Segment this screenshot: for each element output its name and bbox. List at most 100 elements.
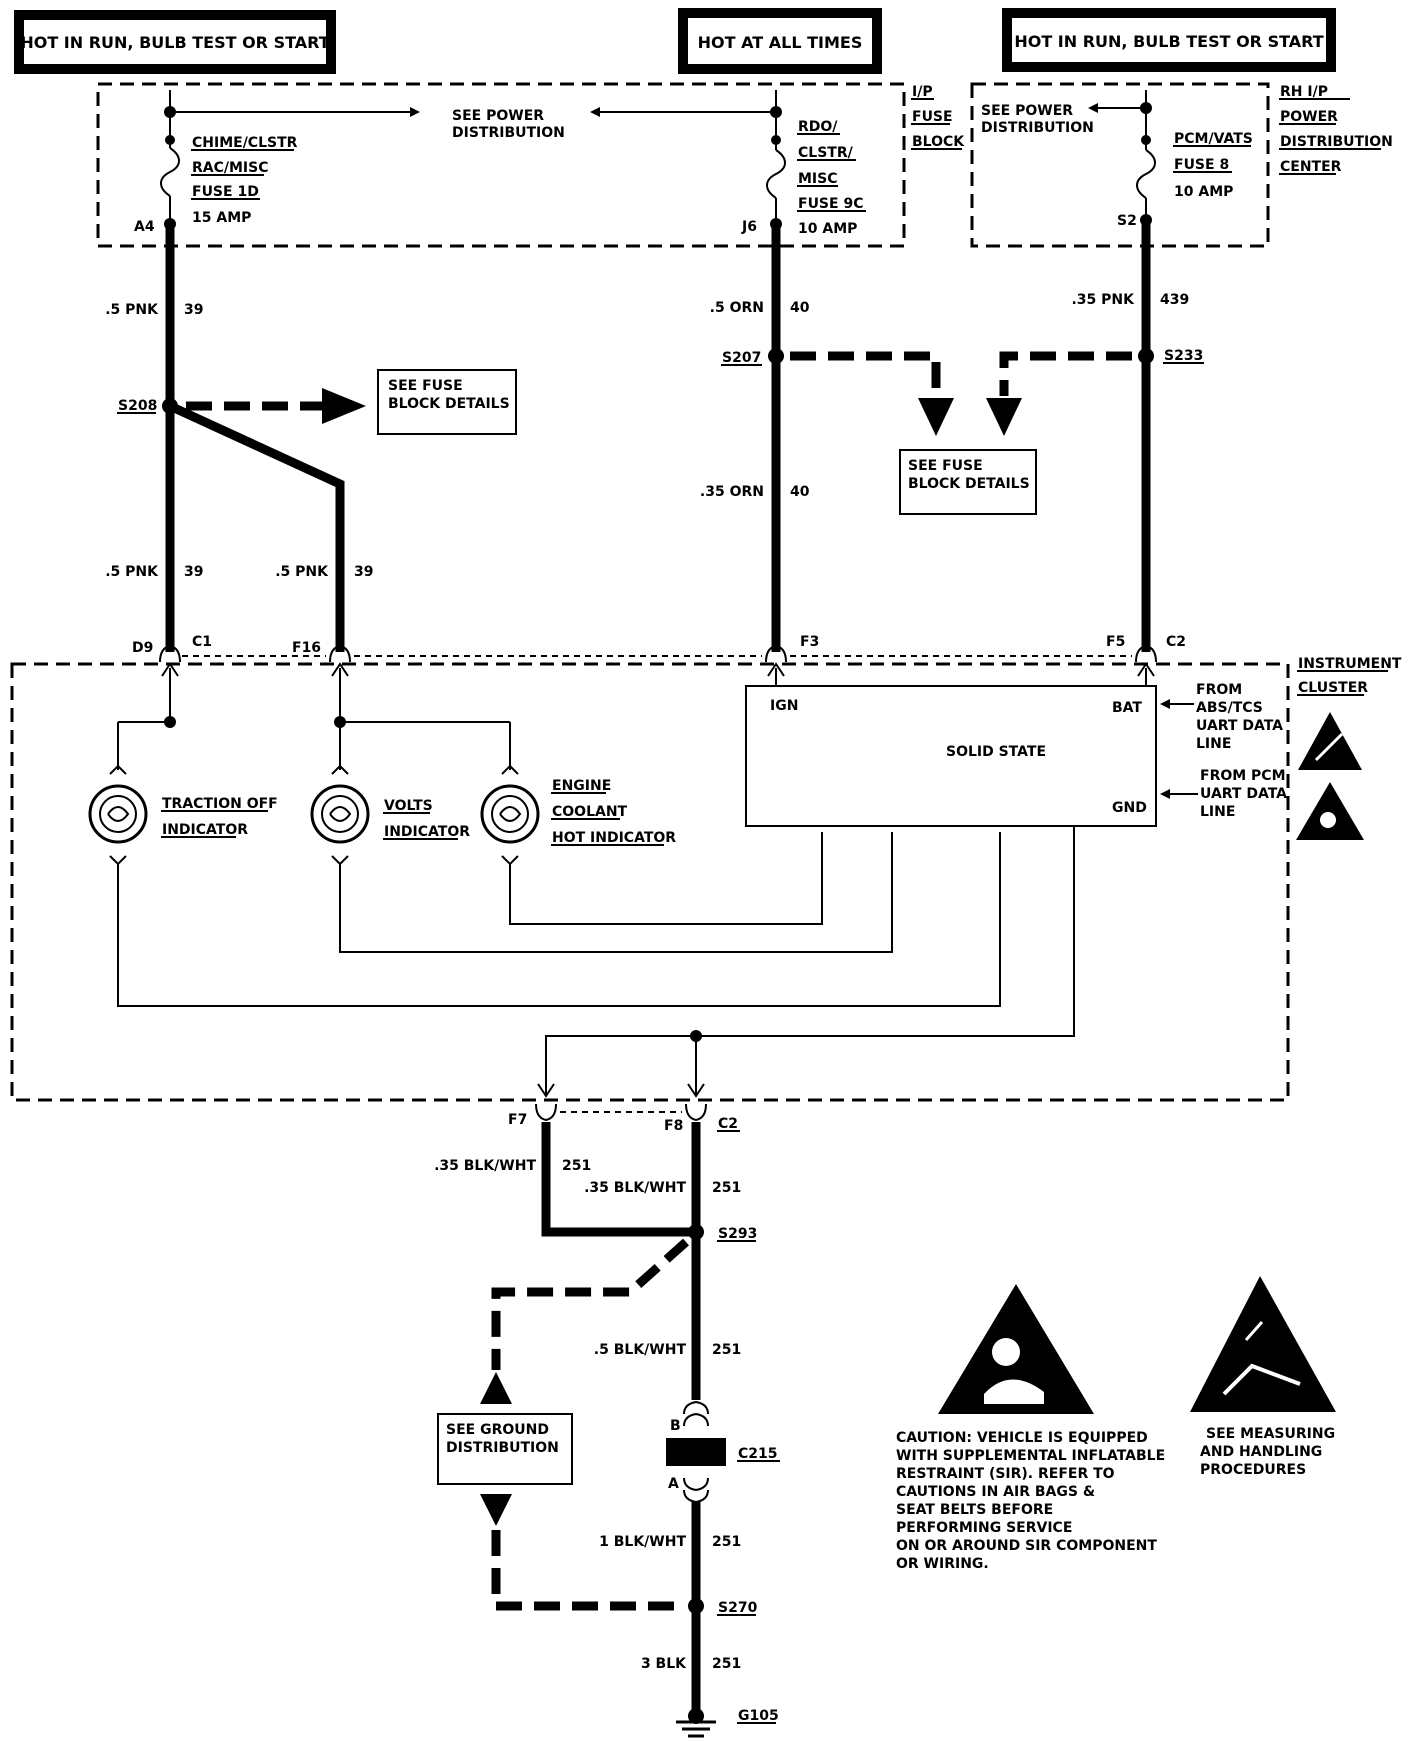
sir-text-1: CAUTION: VEHICLE IS EQUIPPED — [896, 1430, 1148, 1446]
fuse-block-title-2: FUSE — [912, 109, 953, 125]
fuse-1d-symbol — [160, 147, 180, 197]
fuse-9c-name-4: FUSE 9C — [798, 196, 863, 212]
traction-off-label-1: TRACTION OFF — [162, 796, 278, 812]
see-ground-distribution: SEE GROUND DISTRIBUTION — [437, 1413, 573, 1485]
esd-warning-icon — [1190, 1276, 1336, 1412]
conn-f8: F8 — [664, 1118, 683, 1134]
splice-s208 — [162, 398, 178, 414]
connector-c215: B A C215 — [666, 1400, 780, 1504]
header-left-text: HOT IN RUN, BULB TEST OR START — [20, 33, 329, 52]
traction-off-label-2: INDICATOR — [162, 822, 248, 838]
header-right-text: HOT IN RUN, BULB TEST OR START — [1014, 32, 1323, 51]
esd-small-icon — [1298, 712, 1362, 770]
splice-s233 — [1138, 348, 1154, 364]
see-fuse-block-details-2: SEE FUSE BLOCK DETAILS — [899, 449, 1037, 515]
w39-top-gauge: .5 PNK — [105, 302, 159, 318]
ip-fuse-block: I/P FUSE BLOCK SEE POWER DISTRIBUTION CH… — [96, 82, 965, 248]
splice-s207 — [768, 348, 784, 364]
from-abs-1: FROM — [1196, 682, 1242, 698]
c215-b: B — [670, 1418, 681, 1434]
w39-right-gauge: .5 PNK — [275, 564, 329, 580]
terminal-j6: J6 — [741, 219, 757, 235]
power-center-title-4: CENTER — [1280, 159, 1342, 175]
coolant-hot-indicator: ENGINE COOLANT HOT INDICATOR — [480, 764, 676, 866]
sir-text-7: ON OR AROUND SIR COMPONENT — [896, 1538, 1157, 1554]
sir-text-4: CAUTIONS IN AIR BAGS & — [896, 1484, 1095, 1500]
instrument-cluster: INSTRUMENT CLUSTER TR — [10, 656, 1402, 1102]
fuse-9c-rating: 10 AMP — [798, 221, 857, 237]
w251-gnd-gauge: 3 BLK — [641, 1656, 687, 1672]
fuse-9c-name-1: RDO/ — [798, 119, 838, 135]
fuse-8-name-2: FUSE 8 — [1174, 157, 1229, 173]
w40-bottom-gauge: .35 ORN — [700, 484, 764, 500]
esd-text-1: SEE MEASURING — [1206, 1426, 1335, 1442]
conn-f3: F3 — [800, 634, 819, 650]
sfbd2-line1: SEE FUSE — [908, 458, 983, 474]
from-pcm-1: FROM PCM — [1200, 768, 1286, 784]
sfbd2-line2: BLOCK DETAILS — [908, 476, 1030, 492]
w251-mid-gauge: .5 BLK/WHT — [594, 1342, 687, 1358]
fuse-1d-name-3: FUSE 1D — [192, 184, 259, 200]
coolant-label-1: ENGINE — [552, 778, 611, 794]
fuse-block-title-3: BLOCK — [912, 134, 965, 150]
splice-s270 — [688, 1598, 704, 1614]
see-power-dist-1: SEE POWER — [452, 108, 544, 124]
w39-top-circuit: 39 — [184, 302, 203, 318]
sir-small-icon — [1296, 782, 1364, 840]
terminal-s2: S2 — [1117, 213, 1137, 229]
cluster-title-2: CLUSTER — [1298, 680, 1368, 696]
wire-39-right — [168, 401, 345, 652]
w39-right-circuit: 39 — [354, 564, 373, 580]
fuse-1d-name-1: CHIME/CLSTR — [192, 135, 298, 151]
rh-power-center: RH I/P POWER DISTRIBUTION CENTER SEE POW… — [970, 82, 1393, 248]
sfbd1-line2: BLOCK DETAILS — [388, 396, 510, 412]
w39-left-gauge: .5 PNK — [105, 564, 159, 580]
power-center-title-1: RH I/P — [1280, 84, 1328, 100]
conn-c1: C1 — [192, 634, 212, 650]
sgd-line2: DISTRIBUTION — [446, 1440, 559, 1456]
from-pcm-2: UART DATA — [1200, 786, 1287, 802]
pc-see-power-dist-2: DISTRIBUTION — [981, 120, 1094, 136]
connector-c2-bottom: F7 F8 C2 — [508, 1103, 740, 1134]
sir-text-6: PERFORMING SERVICE — [896, 1520, 1072, 1536]
conn-c2-bottom: C2 — [718, 1116, 738, 1132]
sgd-line1: SEE GROUND — [446, 1422, 549, 1438]
fuse-9c-name-3: MISC — [798, 171, 838, 187]
header-left: HOT IN RUN, BULB TEST OR START — [14, 10, 336, 74]
see-fuse-block-details-1: SEE FUSE BLOCK DETAILS — [377, 369, 517, 435]
volts-label-2: INDICATOR — [384, 824, 470, 840]
pc-see-power-dist-1: SEE POWER — [981, 103, 1073, 119]
ground-g105: G105 — [676, 1708, 779, 1738]
connector-c1-row: D9 C1 F16 F3 F5 C2 — [132, 634, 1186, 663]
from-abs-2: ABS/TCS — [1196, 700, 1263, 716]
fuse-9c-symbol — [766, 149, 786, 199]
from-pcm-3: LINE — [1200, 804, 1235, 820]
g105-label: G105 — [738, 1708, 779, 1724]
w251-f7-circuit: 251 — [562, 1158, 591, 1174]
conn-f16: F16 — [292, 640, 321, 656]
ss-bat: BAT — [1112, 700, 1142, 716]
wire-251-f7 — [541, 1122, 696, 1237]
esd-text-2: AND HANDLING — [1200, 1444, 1322, 1460]
splice-s293 — [688, 1224, 704, 1240]
coolant-label-2: COOLANT — [552, 804, 628, 820]
conn-f7: F7 — [508, 1112, 527, 1128]
traction-off-indicator: TRACTION OFF INDICATOR — [88, 764, 278, 866]
volts-label-1: VOLTS — [384, 798, 433, 814]
coolant-label-3: HOT INDICATOR — [552, 830, 676, 846]
sir-text-2: WITH SUPPLEMENTAL INFLATABLE — [896, 1448, 1165, 1464]
s270-label: S270 — [718, 1600, 758, 1616]
sir-text-5: SEAT BELTS BEFORE — [896, 1502, 1053, 1518]
w40-bottom-circuit: 40 — [790, 484, 810, 500]
header-right: HOT IN RUN, BULB TEST OR START — [1002, 8, 1336, 72]
sir-text-8: OR WIRING. — [896, 1556, 989, 1572]
w251-f8-gauge: .35 BLK/WHT — [584, 1180, 686, 1196]
volts-indicator: VOLTS INDICATOR — [310, 764, 470, 866]
fuse-1d-name-2: RAC/MISC — [192, 160, 269, 176]
see-power-dist-2: DISTRIBUTION — [452, 125, 565, 141]
esd-text-3: PROCEDURES — [1200, 1462, 1306, 1478]
w40-top-gauge: .5 ORN — [710, 300, 764, 316]
s293-label: S293 — [718, 1226, 757, 1242]
power-center-title-2: POWER — [1280, 109, 1338, 125]
ss-gnd: GND — [1112, 800, 1147, 816]
